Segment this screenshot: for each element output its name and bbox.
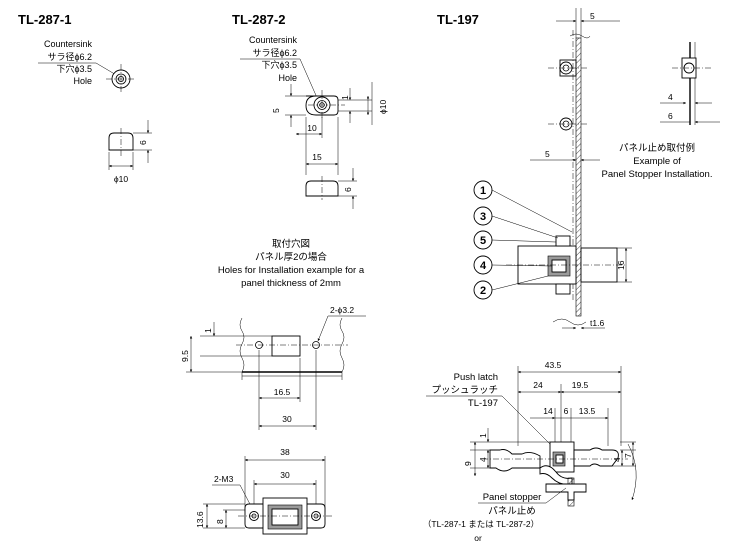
panel-stopper-ref: （TL-287-1 または TL-287-2） xyxy=(423,519,539,529)
latch-dim-43-5: 43.5 xyxy=(545,360,562,370)
bottom-dim-38: 38 xyxy=(280,447,290,457)
tl287-2-dim-6: 6 xyxy=(343,187,353,192)
balloon-3-text: 3 xyxy=(480,211,486,223)
stopper-example-jp: パネル止め取付例 xyxy=(619,142,695,154)
bottom-dim-8: 8 xyxy=(215,519,225,524)
push-latch-model-label: TL-197 xyxy=(468,398,498,409)
latch-dim-6: 6 xyxy=(564,406,569,416)
latch-dim-24: 24 xyxy=(533,380,543,390)
tl287-2-hole-jp-label: 下穴ϕ3.5 xyxy=(261,59,297,70)
tl287-2-dim-1: 1 xyxy=(340,95,350,100)
latch-dim-14: 14 xyxy=(543,406,553,416)
tl287-2-dim-10: 10 xyxy=(307,123,317,133)
tl197-panel xyxy=(575,37,582,317)
push-latch-jp-label: プッシュラッチ xyxy=(431,385,498,396)
panel-stopper-or: or xyxy=(474,533,482,543)
panel-stopper-example: 4 6 パネル止め取付例 Example of Panel Stopper In… xyxy=(602,42,720,180)
holes-title-jp1: 取付穴図 xyxy=(272,238,310,250)
installation-holes-view: 取付穴図 パネル厚2の場合 Holes for Installation exa… xyxy=(180,238,366,430)
latch-dim-13-5: 13.5 xyxy=(579,406,596,416)
balloon-1-text: 1 xyxy=(480,185,486,197)
bottom-plate-view: 38 30 2-M3 13.6 8 xyxy=(195,447,332,535)
title-tl287-2: TL-287-2 xyxy=(232,12,285,27)
tl287-2-hole-label: Hole xyxy=(278,73,297,83)
holes-dim-30: 30 xyxy=(282,414,292,424)
panel-stopper-jp-label: パネル止め xyxy=(488,505,536,517)
tl287-2-sara-label: サラ径ϕ6.2 xyxy=(252,47,297,58)
holes-dim-16-5: 16.5 xyxy=(274,387,291,397)
tl197-dim-5-mid: 5 xyxy=(545,149,550,159)
tl287-2-dim-5: 5 xyxy=(271,108,281,113)
tl287-1-countersink-label: Countersink xyxy=(44,39,93,49)
stopper-example-en2: Panel Stopper Installation. xyxy=(602,169,713,180)
latch-dim-4-right: 4 xyxy=(612,457,622,462)
latch-dim-7: 7 xyxy=(623,453,633,458)
latch-catch xyxy=(489,449,541,472)
balloon-2-text: 2 xyxy=(480,285,486,297)
tl287-1-hole-jp-label: 下穴ϕ3.5 xyxy=(56,63,92,74)
bottom-dim-30: 30 xyxy=(280,470,290,480)
holes-title-en2: panel thickness of 2mm xyxy=(241,278,341,289)
bottom-dim-13-6: 13.6 xyxy=(195,511,205,528)
tl197-dim-5-top: 5 xyxy=(590,11,595,21)
tl197-section-view: 5 5 16 t1.6 xyxy=(473,8,632,330)
tl287-2-dim-phi10: ϕ10 xyxy=(378,100,388,114)
balloon-5-text: 5 xyxy=(480,235,486,247)
tl197-dim-16: 16 xyxy=(616,260,626,270)
latch-dim-9: 9 xyxy=(463,461,473,466)
holes-phi-label: 2-ϕ3.2 xyxy=(330,305,354,315)
latch-dim-1: 1 xyxy=(478,433,488,438)
tl287-1-view: Countersink サラ径ϕ6.2 下穴ϕ3.5 Hole 6 ϕ10 xyxy=(38,39,152,184)
bottom-m3-label: 2-M3 xyxy=(214,474,234,484)
tl287-1-dim-6: 6 xyxy=(138,140,148,145)
tl287-2-dim-15: 15 xyxy=(312,152,322,162)
tl287-1-dim-phi10: ϕ10 xyxy=(114,174,128,184)
holes-title-jp2: パネル厚2の場合 xyxy=(255,251,327,263)
balloon-4-text: 4 xyxy=(480,260,487,272)
holes-dim-1: 1 xyxy=(203,328,213,333)
stopper-dim-6: 6 xyxy=(668,111,673,121)
title-tl287-1: TL-287-1 xyxy=(18,12,71,27)
stopper-dim-4: 4 xyxy=(668,92,673,102)
latch-dim-19-5: 19.5 xyxy=(572,380,589,390)
tl287-2-countersink-label: Countersink xyxy=(249,35,298,45)
tl197-t1-6: t1.6 xyxy=(590,318,604,328)
panel-stopper-label: Panel stopper xyxy=(483,492,542,503)
holes-dim-9-5: 9.5 xyxy=(180,350,190,362)
tl287-1-sara-label: サラ径ϕ6.2 xyxy=(47,51,92,62)
push-latch-assembly: Push latch プッシュラッチ TL-197 43.5 24 19.5 1… xyxy=(423,360,637,543)
tl287-2-view: Countersink サラ径ϕ6.2 下穴ϕ3.5 Hole 5 1 ϕ10 … xyxy=(240,35,388,209)
push-latch-label: Push latch xyxy=(454,372,498,383)
mount-hole-right xyxy=(312,341,320,349)
stopper-example-en1: Example of xyxy=(633,156,681,167)
title-tl197: TL-197 xyxy=(437,12,479,27)
latch-dim-4-left: 4 xyxy=(478,457,488,462)
cutout-rect xyxy=(271,335,301,357)
tl287-1-hole-label: Hole xyxy=(73,76,92,86)
holes-title-en1: Holes for Installation example for a xyxy=(218,265,365,276)
